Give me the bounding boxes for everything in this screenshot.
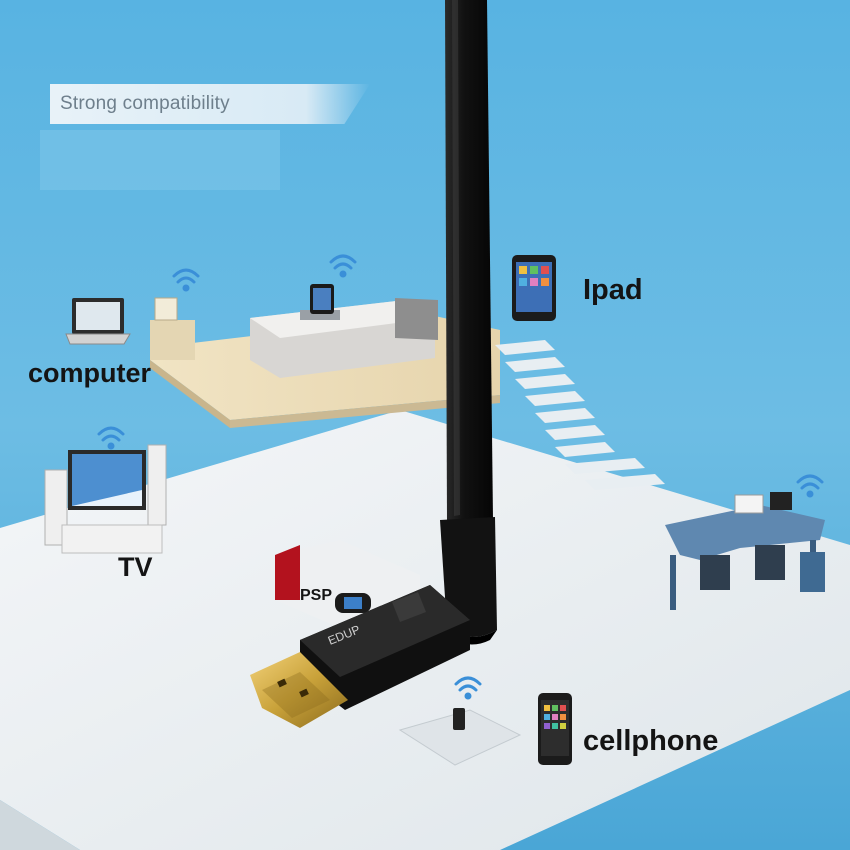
wifi-icon: [796, 474, 824, 498]
wifi-icon: [97, 426, 125, 450]
office-desk: [665, 492, 825, 610]
phone-stand: [398, 708, 522, 766]
wifi-icon: [329, 254, 357, 278]
psp-icon: [335, 593, 371, 613]
floor-edge: [0, 800, 80, 850]
usb-connector: [250, 652, 348, 728]
tablet-icon: [310, 284, 334, 314]
compatibility-banner: Strong compatibility: [50, 84, 370, 124]
usb-adapter: EDUP: [250, 585, 470, 728]
psp-label: PSP: [300, 587, 333, 604]
tv-set: [44, 444, 167, 554]
computer-label: computer: [28, 358, 152, 388]
wifi-icon: [172, 268, 200, 292]
tv-label: TV: [118, 552, 153, 582]
cellphone-icon: [538, 693, 572, 765]
upper-floor-edge: [150, 360, 230, 428]
background-panel: [40, 130, 280, 190]
nightstand: [150, 297, 195, 360]
laptop-icon: [65, 298, 131, 345]
wifi-icon: [454, 676, 482, 700]
banner-text: Strong compatibility: [60, 93, 230, 114]
bed: [250, 298, 438, 378]
stairs: [495, 340, 665, 490]
cellphone-label: cellphone: [583, 725, 719, 757]
ipad-icon: [512, 255, 556, 321]
ipad-label: Ipad: [583, 274, 643, 306]
upper-floor-edge-front: [230, 395, 500, 428]
